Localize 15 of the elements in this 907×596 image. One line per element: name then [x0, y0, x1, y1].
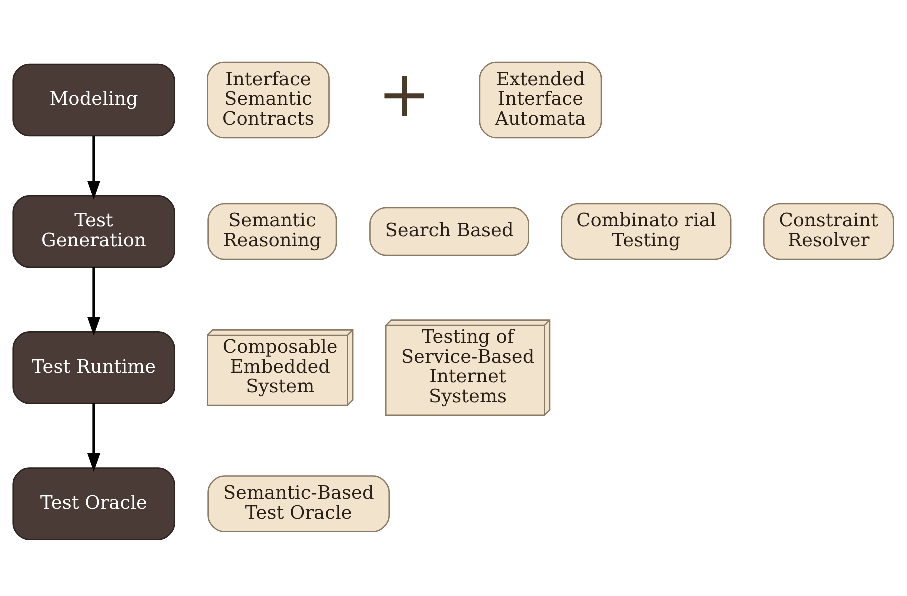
arrow: [88, 136, 100, 200]
node-box: Combinato rial Testing: [561, 202, 732, 260]
node-box: Modeling: [12, 63, 176, 136]
label: +: [378, 56, 432, 130]
arrow: [88, 266, 100, 336]
node-box: Extended Interface Automata: [479, 61, 602, 138]
node-box: Test Oracle: [12, 467, 176, 540]
node-box: Test Runtime: [12, 331, 176, 404]
node-box: Search Based: [370, 206, 530, 256]
node-box: Constraint Resolver: [763, 202, 894, 260]
arrow: [88, 403, 100, 472]
node-box: Semantic-Based Test Oracle: [208, 475, 390, 532]
node-box: Interface Semantic Contracts: [207, 61, 330, 138]
node-box: Semantic Reasoning: [208, 202, 338, 260]
node-box: Test Generation: [12, 194, 176, 268]
